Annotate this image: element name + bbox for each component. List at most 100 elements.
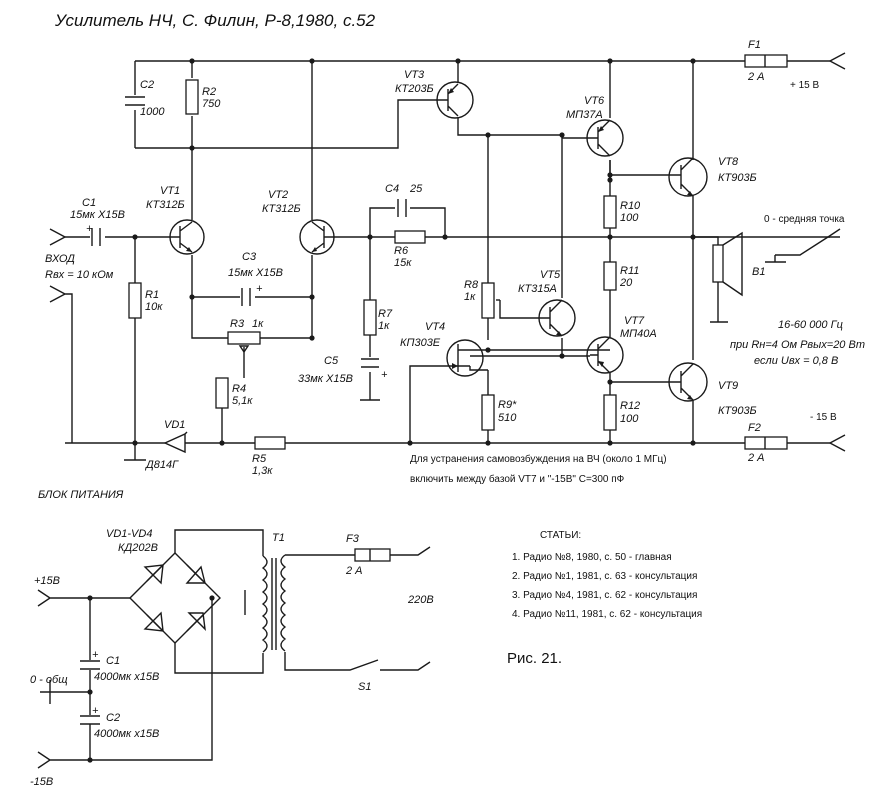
terminal-input: [49, 228, 73, 443]
svg-text:R7: R7: [378, 308, 393, 320]
svg-text:КТ203Б: КТ203Б: [395, 83, 434, 95]
junction-dot: [189, 145, 195, 151]
capacitor-C4: C4 25: [385, 183, 423, 217]
svg-text:R3: R3: [230, 318, 245, 330]
capacitor-C1: C1 15мк Х15В +: [70, 197, 125, 246]
svg-text:R4: R4: [232, 383, 246, 395]
terminal-midpoint: [827, 228, 841, 238]
figure-caption: Рис. 21.: [507, 650, 562, 667]
svg-text:VD1: VD1: [164, 419, 185, 431]
svg-text:C2: C2: [106, 712, 120, 724]
zener-VD1: VD1 Д814Г: [144, 419, 188, 471]
psu-label-plus15: +15В: [34, 575, 60, 587]
resistor-R9: R9* 510: [481, 394, 517, 431]
svg-text:1,3к: 1,3к: [252, 465, 273, 477]
svg-text:C4: C4: [385, 183, 399, 195]
junction-dot: [690, 440, 696, 446]
label-freq: 16-60 000 Гц: [778, 319, 843, 331]
junction-dot: [485, 132, 491, 138]
terminal-plus15: [828, 52, 846, 70]
transistor-VT8: VT8 КТ903Б: [665, 156, 757, 197]
label-pout: при Rн=4 Ом Pвых=20 Вт: [730, 339, 865, 351]
svg-text:15мк Х15В: 15мк Х15В: [228, 267, 283, 279]
svg-text:R1: R1: [145, 289, 159, 301]
junction-dot: [607, 440, 613, 446]
psu-label-zero: 0 - общ: [30, 674, 68, 686]
svg-text:+: +: [256, 283, 263, 295]
svg-text:F2: F2: [748, 422, 761, 434]
transistor-VT3: VT3 КТ203Б: [395, 69, 474, 119]
svg-text:R11: R11: [620, 265, 639, 277]
diode-bridge: VD1-VD4 КД202В: [106, 528, 206, 632]
junction-dot: [607, 379, 613, 385]
junction-dot: [485, 347, 491, 353]
terminal-minus15: [828, 434, 846, 452]
junction-dot: [132, 440, 138, 446]
capacitor-C3: C3 15мк Х15В +: [228, 251, 283, 306]
junction-dot: [442, 234, 448, 240]
capacitor-C2: C2 1000: [125, 79, 165, 118]
svg-text:1к: 1к: [464, 291, 476, 303]
svg-text:5,1к: 5,1к: [232, 395, 253, 407]
junction-dot: [209, 595, 215, 601]
transistor-VT4: VT4 КП303Е: [400, 321, 488, 377]
svg-text:20: 20: [619, 277, 633, 289]
junction-dot: [87, 757, 93, 763]
svg-text:КТ312Б: КТ312Б: [146, 199, 185, 211]
svg-text:КД202В: КД202В: [118, 542, 158, 554]
psu-label-mains: 220В: [407, 594, 434, 606]
psu-title: БЛОК ПИТАНИЯ: [38, 489, 124, 501]
svg-text:F1: F1: [748, 39, 761, 51]
label-input: ВХОД: [45, 253, 75, 265]
junction-dot: [607, 172, 613, 178]
svg-text:КТ312Б: КТ312Б: [262, 203, 301, 215]
junction-dot: [87, 595, 93, 601]
resistor-R6: R6 15к: [394, 230, 426, 269]
svg-text:VT7: VT7: [624, 315, 645, 327]
svg-text:1к: 1к: [378, 320, 390, 332]
junction-dot: [607, 234, 613, 240]
junction-dot: [485, 440, 491, 446]
resistor-R1: R1 10к: [128, 282, 163, 319]
svg-text:VT1: VT1: [160, 185, 180, 197]
transistor-VT2: VT2 КТ312Б: [262, 189, 335, 255]
svg-text:VT9: VT9: [718, 380, 738, 392]
junction-dot: [189, 58, 195, 64]
svg-text:4000мк х15В: 4000мк х15В: [94, 671, 159, 683]
transistor-VT9: VT9 КТ903Б: [665, 362, 757, 417]
svg-text:100: 100: [620, 413, 639, 425]
svg-text:4000мк х15В: 4000мк х15В: [94, 728, 159, 740]
svg-text:C1: C1: [82, 197, 96, 209]
svg-text:R10: R10: [620, 200, 641, 212]
article-2: 2. Радио №1, 1981, с. 63 - консультация: [512, 571, 697, 582]
label-rin: Rвх = 10 кОм: [45, 269, 114, 281]
resistor-R10: R10 100: [603, 195, 641, 229]
svg-text:25: 25: [409, 183, 423, 195]
article-1: 1. Радио №8, 1980, с. 50 - главная: [512, 552, 672, 563]
junction-dot: [690, 58, 696, 64]
article-4: 4. Радио №11, 1981, с. 62 - консультация: [512, 609, 702, 620]
svg-text:КТ903Б: КТ903Б: [718, 172, 757, 184]
svg-text:МП37А: МП37А: [566, 109, 603, 121]
svg-text:+: +: [381, 369, 388, 381]
resistor-R11: R11 20: [603, 261, 639, 291]
junction-dot: [87, 689, 93, 695]
junction-dot: [309, 294, 315, 300]
svg-text:VT2: VT2: [268, 189, 288, 201]
svg-text:КТ315А: КТ315А: [518, 283, 557, 295]
svg-text:VD1-VD4: VD1-VD4: [106, 528, 152, 540]
resistor-R4: R4 5,1к: [215, 377, 253, 409]
svg-text:2 А: 2 А: [747, 452, 765, 464]
svg-text:R5: R5: [252, 453, 267, 465]
svg-text:VT3: VT3: [404, 69, 425, 81]
svg-text:C1: C1: [106, 655, 120, 667]
article-3: 3. Радио №4, 1981, с. 62 - консультация: [512, 590, 697, 601]
articles-heading: СТАТЬИ:: [540, 530, 581, 541]
svg-text:+: +: [92, 649, 99, 661]
svg-text:C5: C5: [324, 355, 339, 367]
svg-text:C3: C3: [242, 251, 257, 263]
capacitor-C5: C5 33мк Х15В +: [298, 355, 388, 385]
svg-text:B1: B1: [752, 266, 765, 278]
svg-text:1000: 1000: [140, 106, 165, 118]
